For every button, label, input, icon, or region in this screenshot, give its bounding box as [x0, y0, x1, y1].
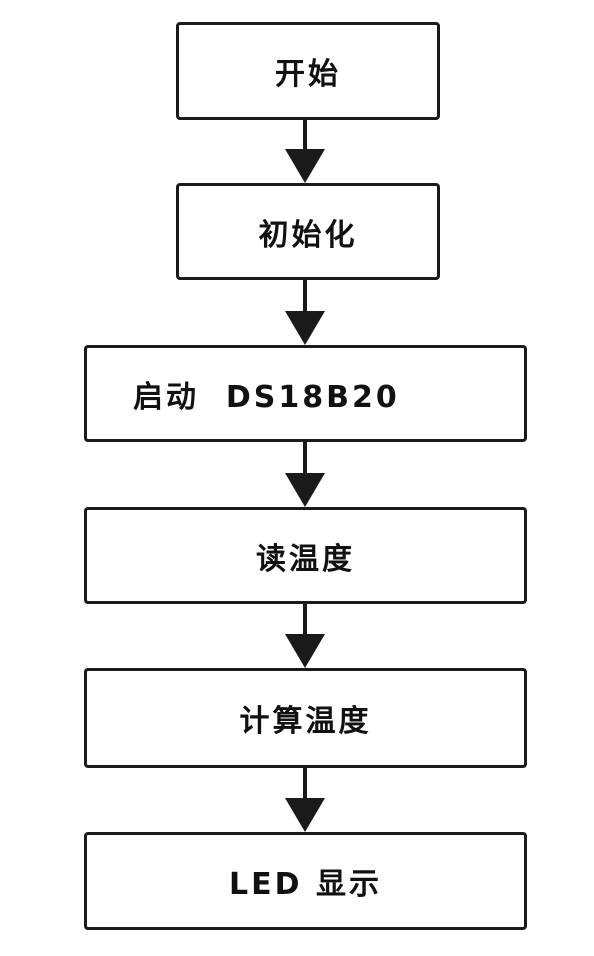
arrow-head — [285, 149, 325, 183]
step-start-box: 开始 — [176, 22, 440, 120]
arrow-down-icon — [285, 120, 325, 183]
step-start-ds18b20-label: 启动 DS18B20 — [133, 379, 400, 415]
step-calc-temp-label: 计算温度 — [239, 704, 372, 739]
arrow-shaft — [303, 120, 307, 150]
arrow-shaft — [303, 768, 307, 799]
arrow-shaft — [303, 442, 307, 474]
arrow-down-icon — [285, 604, 325, 668]
arrow-head — [285, 798, 325, 832]
arrow-down-icon — [285, 768, 325, 832]
step-init-label: 初始化 — [258, 217, 358, 253]
step-calc-temp-box: 计算温度 — [84, 668, 527, 768]
step-read-temp-box: 读温度 — [84, 507, 527, 604]
step-init-box: 初始化 — [176, 183, 440, 280]
arrow-down-icon — [285, 280, 325, 345]
step-start-label: 开始 — [275, 57, 341, 92]
step-led-display-box: LED 显示 — [84, 832, 527, 930]
arrow-head — [285, 311, 325, 345]
arrow-shaft — [303, 280, 307, 312]
arrow-head — [285, 473, 325, 507]
step-start-ds18b20-box: 启动 DS18B20 — [84, 345, 527, 442]
arrow-down-icon — [285, 442, 325, 507]
arrow-shaft — [303, 604, 307, 635]
step-led-display-label: LED 显示 — [229, 867, 382, 902]
step-read-temp-label: 读温度 — [256, 541, 355, 577]
arrow-head — [285, 634, 325, 668]
